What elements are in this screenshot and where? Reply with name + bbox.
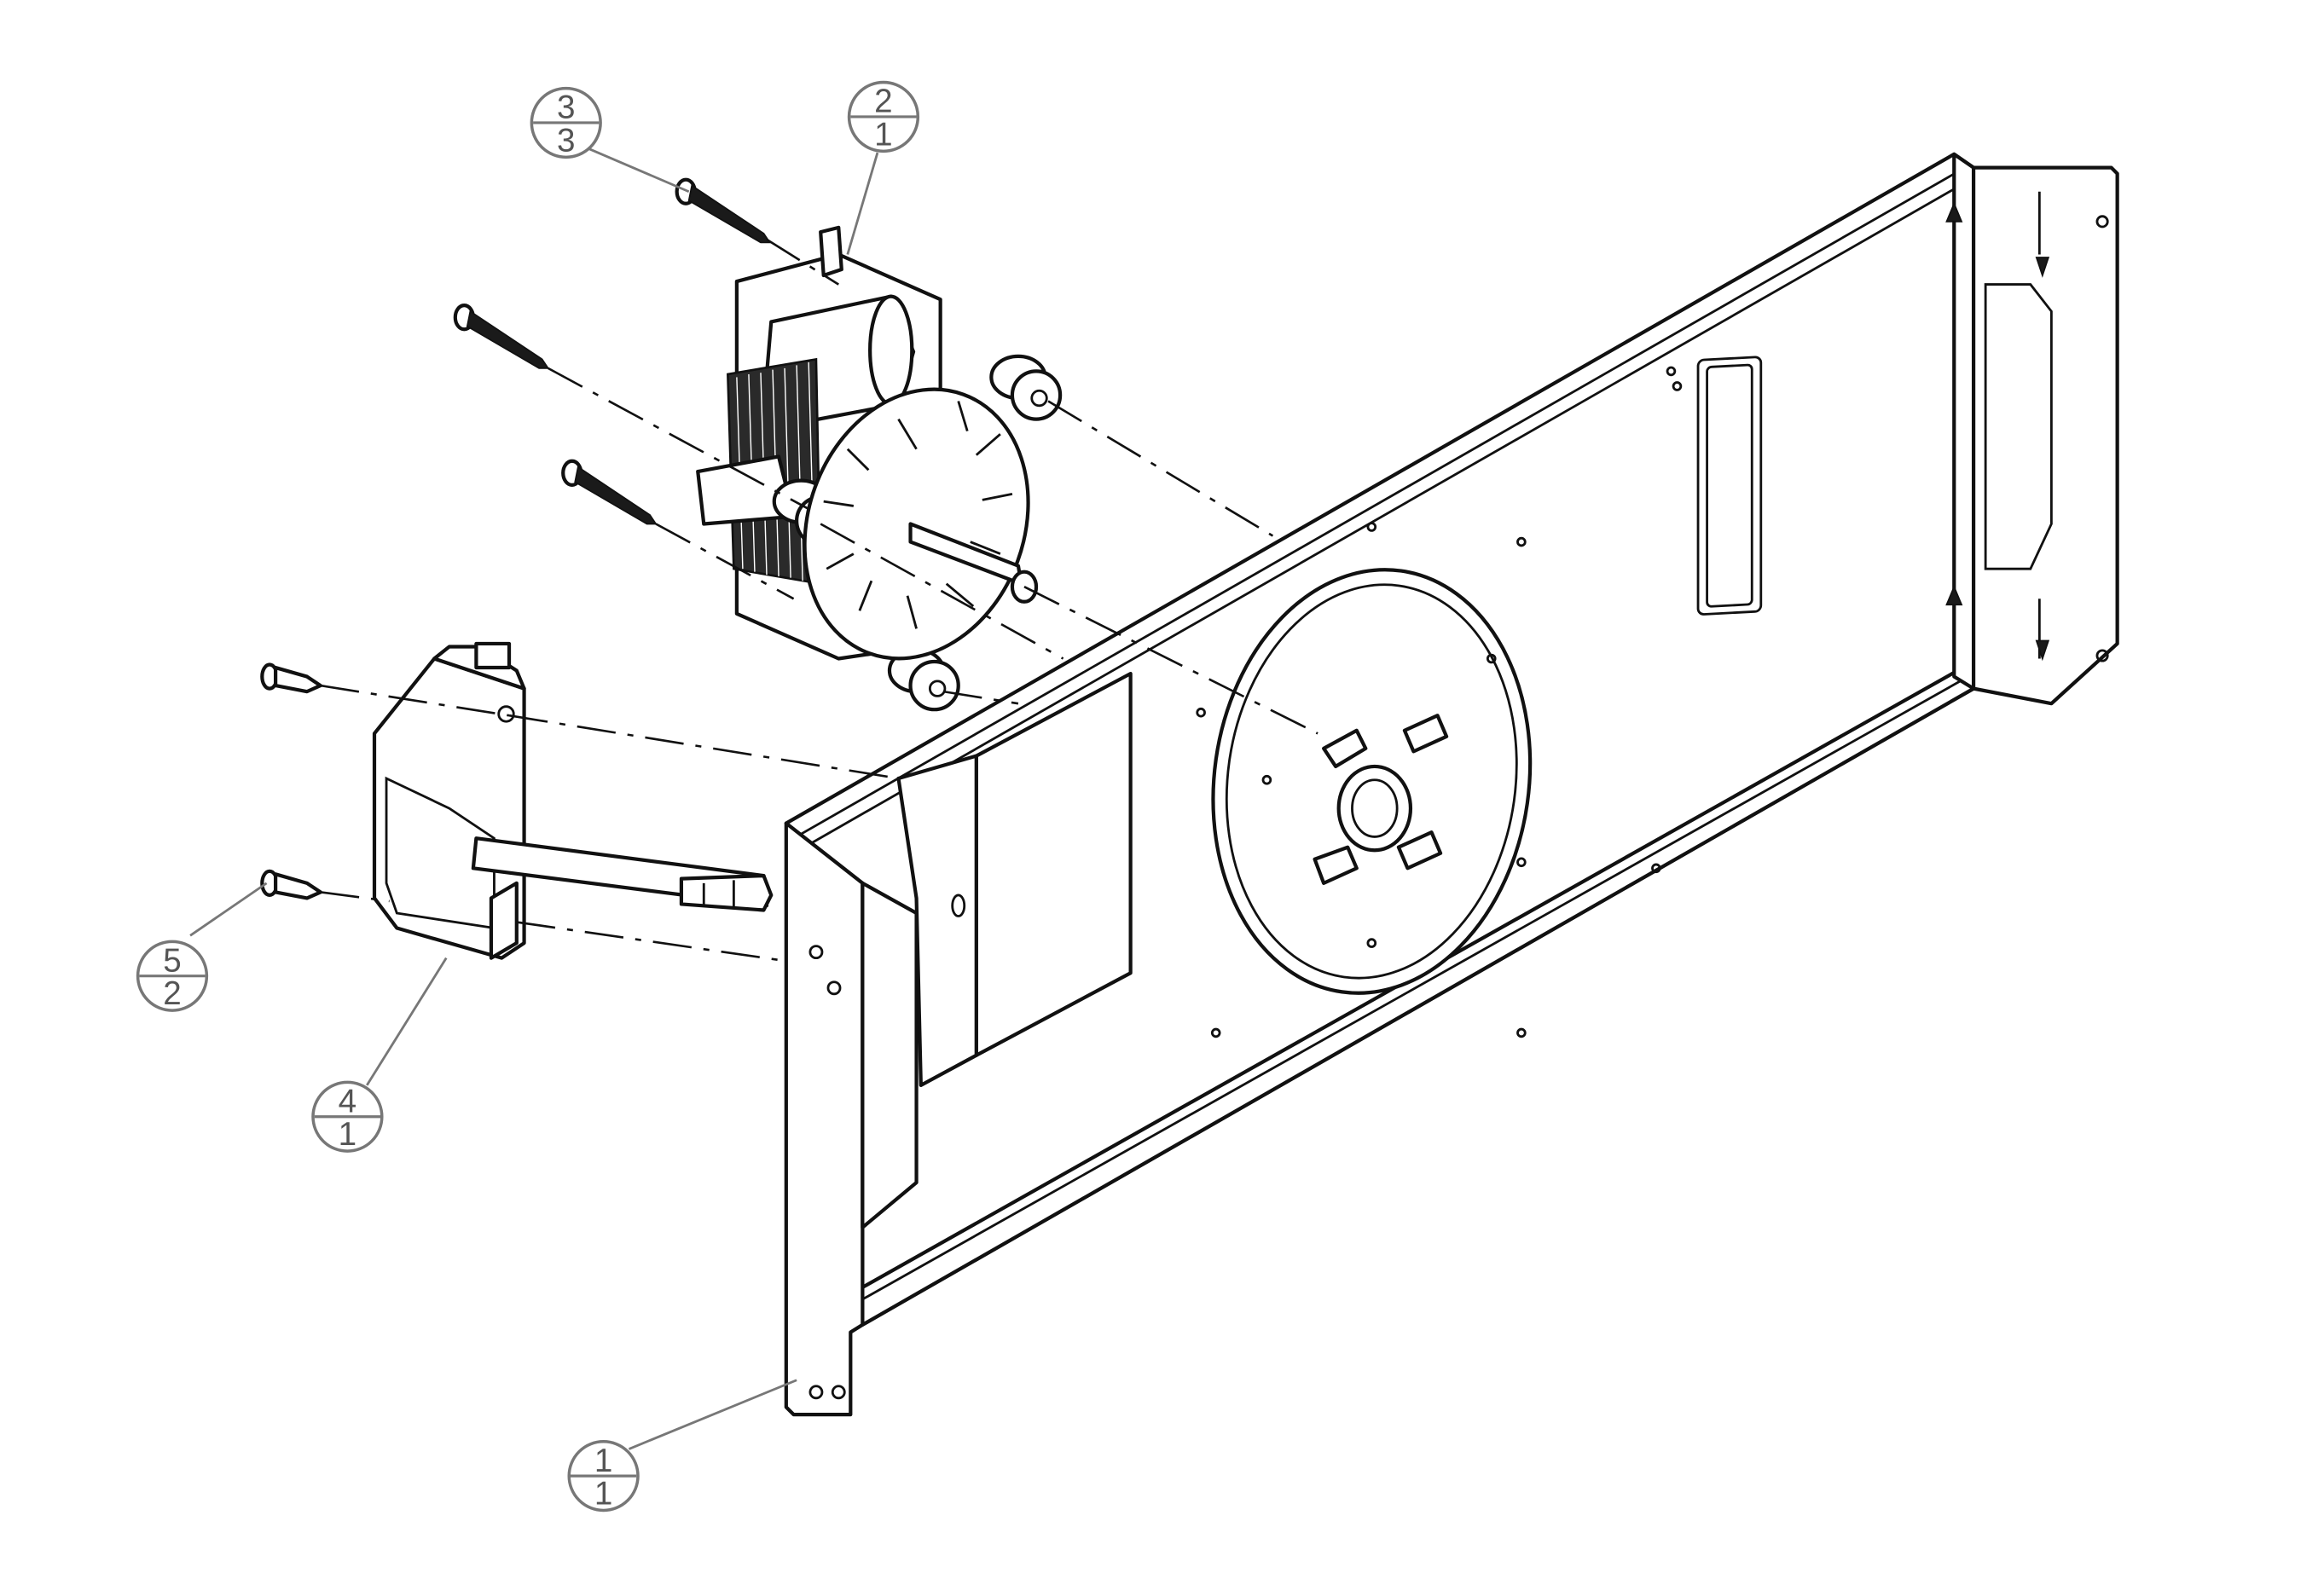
gear-motor-screw <box>260 869 322 900</box>
callout-balloon-item-1: 1 1 <box>567 1439 640 1512</box>
callouts: 3 3 2 1 5 2 4 1 1 1 <box>136 80 920 1512</box>
motor-screw <box>675 177 772 244</box>
callout-item-number: 3 <box>557 90 575 126</box>
motor <box>696 225 1063 712</box>
callout-item-number: 5 <box>163 942 181 979</box>
gear-motor <box>372 641 1133 1087</box>
callout-item-number: 4 <box>339 1083 356 1119</box>
callout-quantity: 2 <box>163 975 181 1012</box>
assembly-center-lines <box>320 238 1318 963</box>
callout-balloon-item-3: 3 3 <box>530 86 602 159</box>
callout-balloon-item-5: 5 2 <box>136 940 209 1012</box>
motor-screw <box>561 459 658 525</box>
callout-quantity: 1 <box>594 1475 612 1512</box>
callout-balloon-item-2: 2 1 <box>847 80 920 153</box>
motor-screw <box>453 304 550 369</box>
gear-motor-screw <box>260 662 322 694</box>
motor-screws <box>453 177 772 525</box>
mounting-bracket <box>784 152 2119 1417</box>
callout-quantity: 1 <box>339 1116 356 1153</box>
callout-quantity: 3 <box>557 122 575 159</box>
callout-quantity: 1 <box>874 116 892 153</box>
gear-motor-screws <box>260 662 322 900</box>
callout-item-number: 2 <box>874 84 892 120</box>
callout-balloon-item-4: 4 1 <box>311 1080 384 1153</box>
callout-item-number: 1 <box>594 1443 612 1479</box>
